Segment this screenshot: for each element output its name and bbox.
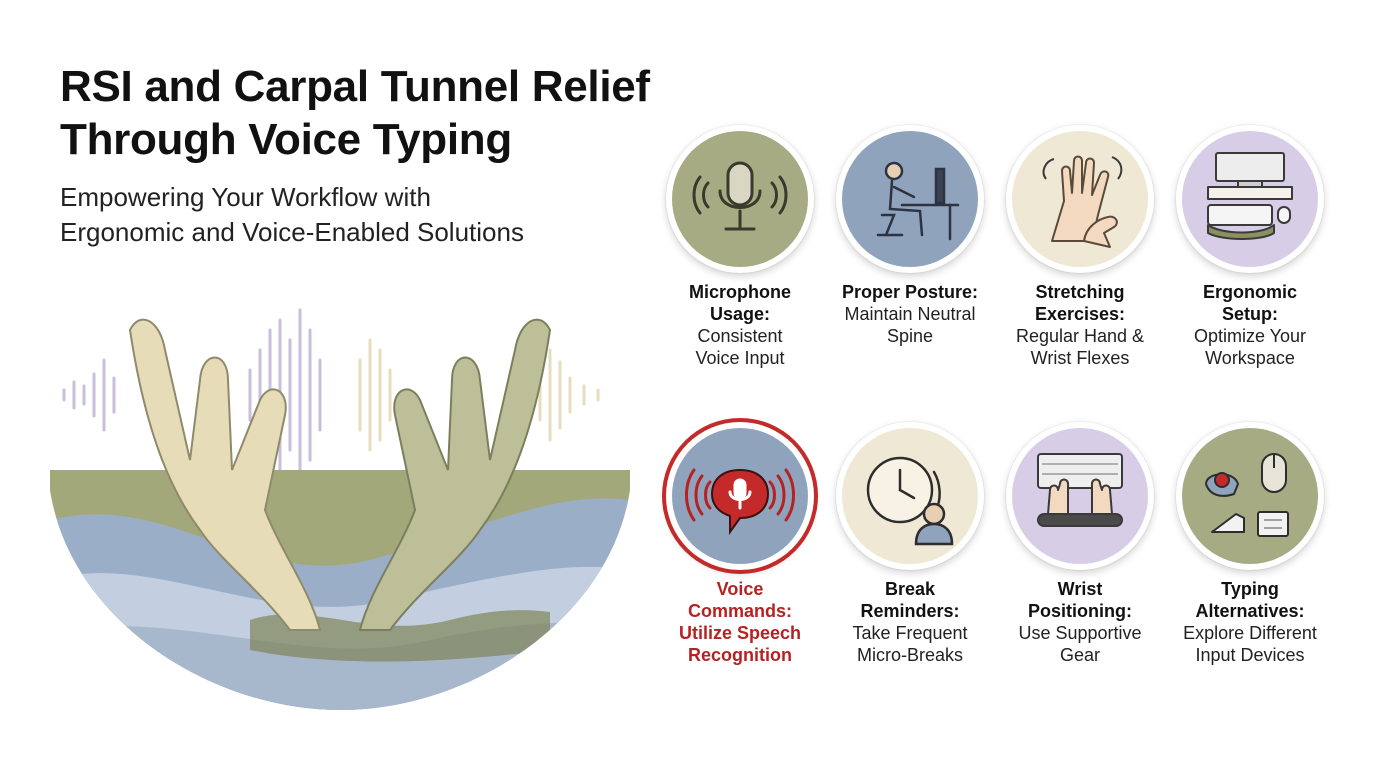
- tile-description: Recognition: [688, 645, 792, 665]
- tile-description: Optimize Your: [1193, 326, 1307, 346]
- tile-title: Proper Posture:: [841, 282, 979, 302]
- posture-icon: [876, 161, 960, 241]
- tile-description: Spine: [886, 326, 934, 346]
- clock-break-icon: [866, 456, 954, 546]
- tile-description: Utilize Speech: [678, 623, 802, 643]
- sound-wave-icon: [62, 308, 322, 482]
- tile-title: Commands:: [687, 601, 792, 621]
- tile-description: Voice Input: [695, 348, 785, 368]
- wrist-rest-keyboard-icon: [1037, 453, 1123, 527]
- tile-description: Regular Hand &: [1015, 326, 1145, 346]
- tile-description: Consistent: [697, 326, 783, 346]
- tile-title: Usage:: [709, 304, 771, 324]
- tile-description: Input Devices: [1195, 645, 1305, 665]
- page-title: RSI and Carpal Tunnel Relief Through Voi…: [60, 60, 650, 166]
- voice-command-icon: [685, 468, 795, 536]
- tile-title: Typing: [1221, 579, 1279, 599]
- tile-title: Setup:: [1222, 304, 1278, 324]
- tile-description: Use Supportive: [1018, 623, 1142, 643]
- subtitle-line-1: Empowering Your Workflow with: [60, 182, 431, 212]
- tile-description: Take Frequent: [852, 623, 968, 643]
- left-hand-icon: [128, 318, 322, 631]
- tile-title: Ergonomic: [1202, 282, 1297, 302]
- tile-title: Exercises:: [1034, 304, 1126, 324]
- ergonomic-desk-icon: [1207, 152, 1293, 240]
- page-subtitle: Empowering Your Workflow with Ergonomic …: [60, 180, 524, 250]
- tile-title: Reminders:: [860, 601, 960, 621]
- title-line-1: RSI and Carpal Tunnel Relief: [60, 62, 650, 111]
- tile-description: Maintain Neutral: [844, 304, 976, 324]
- tile-title: Break: [884, 579, 936, 599]
- hands-soundwave-illustration: [50, 308, 630, 710]
- tile-description: Workspace: [1205, 348, 1295, 368]
- tile-description: Wrist Flexes: [1030, 348, 1130, 368]
- microphone-icon: [692, 161, 788, 231]
- tile-description: Gear: [1059, 645, 1101, 665]
- tile-title: Wrist: [1057, 579, 1103, 599]
- tile-title: Stretching: [1035, 282, 1125, 302]
- tile-title: Alternatives:: [1195, 601, 1305, 621]
- right-hand-icon: [358, 318, 552, 631]
- stretching-hands-icon: [1042, 155, 1123, 248]
- tile-description: Micro-Breaks: [856, 645, 963, 665]
- tile-description: Explore Different: [1183, 623, 1317, 643]
- subtitle-line-2: Ergonomic and Voice-Enabled Solutions: [60, 217, 524, 247]
- tile-title: Positioning:: [1028, 601, 1132, 621]
- input-devices-icon: [1205, 453, 1289, 537]
- tile-title: Voice: [716, 579, 764, 599]
- title-line-2: Through Voice Typing: [60, 115, 512, 164]
- tile-title: Microphone: [689, 282, 791, 302]
